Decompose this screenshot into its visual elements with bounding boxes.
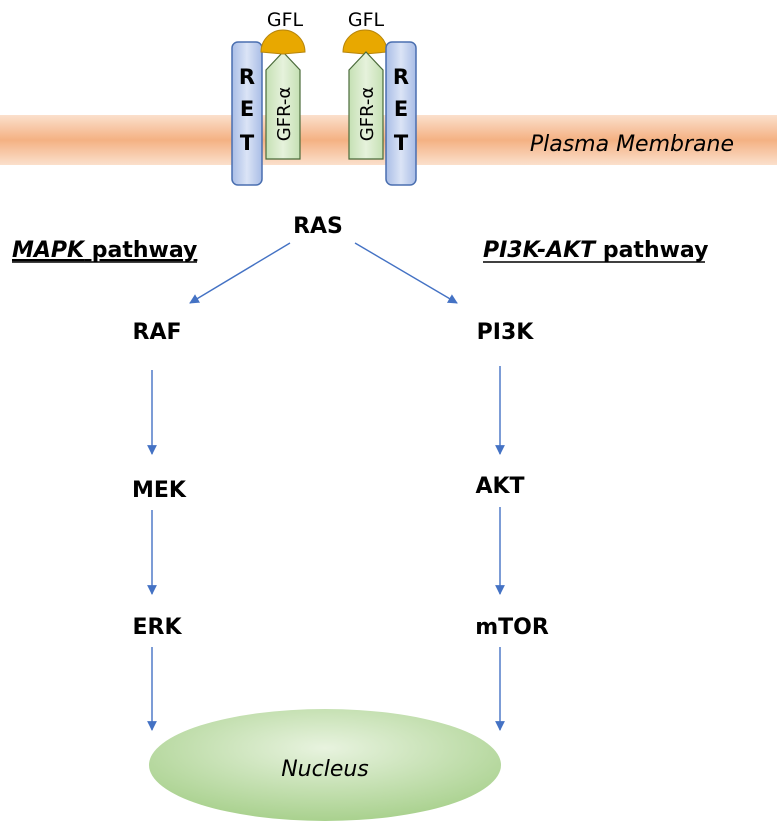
nucleus [149, 709, 501, 821]
gfl-label: GFL [348, 9, 385, 31]
nucleus-label: Nucleus [281, 757, 369, 782]
ret-letter: E [394, 97, 408, 121]
ret-receptor-left [231, 41, 263, 186]
gfr-alpha-label: GFR-α [274, 87, 295, 141]
node-mtor: mTOR [475, 615, 549, 640]
arrow-ras-raf [189, 242, 291, 304]
node-raf: RAF [133, 320, 182, 345]
gfr-alpha-left [265, 51, 301, 160]
ret-letter: R [393, 65, 409, 89]
gfl-label: GFL [267, 9, 304, 31]
pi3k-title-rest: pathway [595, 238, 708, 263]
ret-letter: E [240, 97, 254, 121]
mapk-title-rest: pathway [84, 238, 197, 263]
ret-letter: T [240, 131, 255, 155]
ret-letter: T [394, 131, 409, 155]
right-receptor-complex: GFL GFR-α R E T [342, 9, 417, 186]
ret-letter: R [239, 65, 255, 89]
mapk-title-italic: MAPK [12, 238, 86, 263]
node-akt: AKT [475, 474, 524, 499]
gfr-alpha-label: GFR-α [357, 87, 378, 141]
node-mek: MEK [132, 478, 187, 503]
arrow-ras-pi3k [354, 242, 458, 304]
left-receptor-complex: R E T GFR-α GFL [231, 9, 306, 186]
gfl-ligand-right [342, 29, 388, 55]
ret-receptor-right [385, 41, 417, 186]
node-erk: ERK [132, 615, 182, 640]
mapk-pathway-title: MAPK pathway [12, 238, 197, 263]
node-pi3k: PI3K [477, 320, 535, 345]
membrane-label: Plasma Membrane [530, 132, 734, 157]
pi3k-title-italic: PI3K-AKT [483, 238, 597, 263]
pi3k-pathway-title: PI3K-AKT pathway [483, 238, 708, 263]
gfr-alpha-right [348, 51, 384, 160]
gfl-ligand-left [260, 29, 306, 55]
node-ras: RAS [293, 214, 343, 239]
